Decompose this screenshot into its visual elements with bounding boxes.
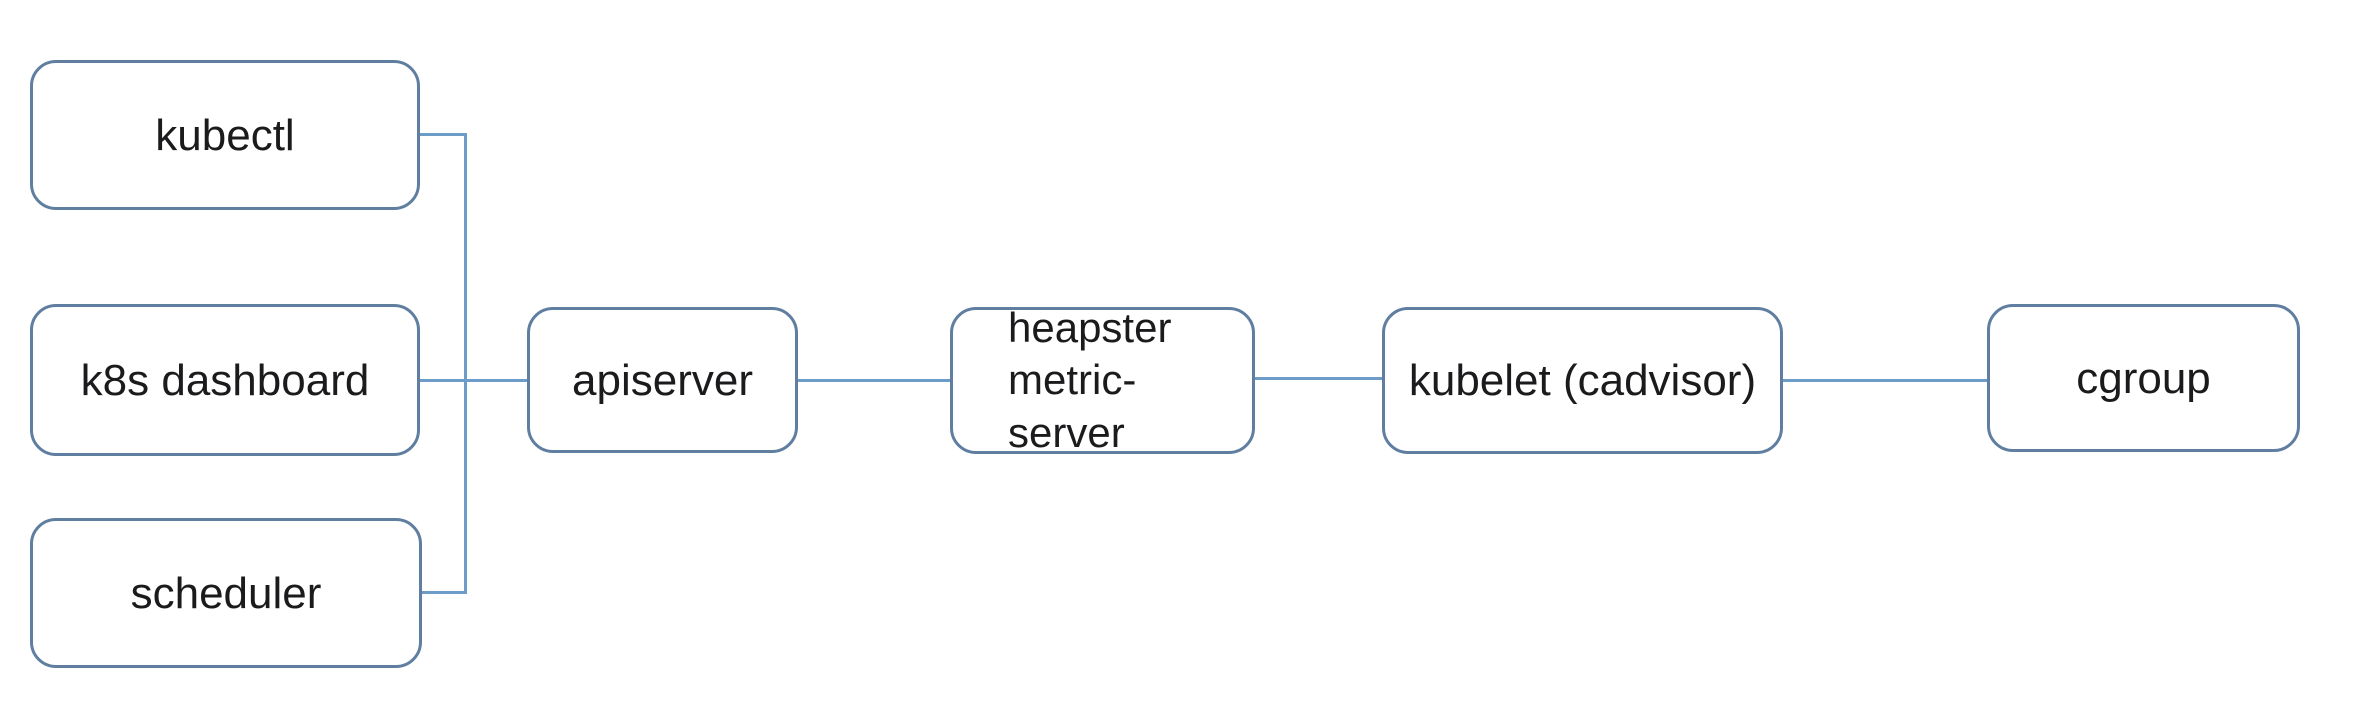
node-heapster-metric-server-label: heapster metric-server (1008, 303, 1172, 456)
node-apiserver: apiserver (527, 307, 798, 453)
node-kubelet-cadvisor: kubelet (cadvisor) (1382, 307, 1783, 454)
connector-dashboard-to-apiserver (418, 379, 530, 382)
node-scheduler: scheduler (30, 518, 422, 668)
node-cgroup: cgroup (1987, 304, 2300, 452)
node-kubelet-cadvisor-label: kubelet (cadvisor) (1408, 356, 1757, 405)
node-scheduler-label: scheduler (130, 568, 322, 618)
node-kubectl: kubectl (30, 60, 420, 210)
node-heapster-metric-server: heapster metric-server (950, 304, 1255, 456)
connector-kubectl-to-bracket (418, 133, 467, 136)
connector-heapster-to-kubelet (1253, 377, 1385, 380)
connector-scheduler-to-bracket (418, 591, 467, 594)
connector-apiserver-to-heapster (796, 379, 953, 382)
node-apiserver-label: apiserver (572, 355, 753, 405)
node-k8s-dashboard-label: k8s dashboard (80, 355, 370, 405)
connector-kubelet-to-cgroup (1781, 379, 1990, 382)
node-cgroup-label: cgroup (2076, 353, 2211, 403)
node-k8s-dashboard: k8s dashboard (30, 304, 420, 456)
connector-bracket-vertical (464, 133, 467, 594)
node-kubectl-label: kubectl (155, 110, 295, 160)
